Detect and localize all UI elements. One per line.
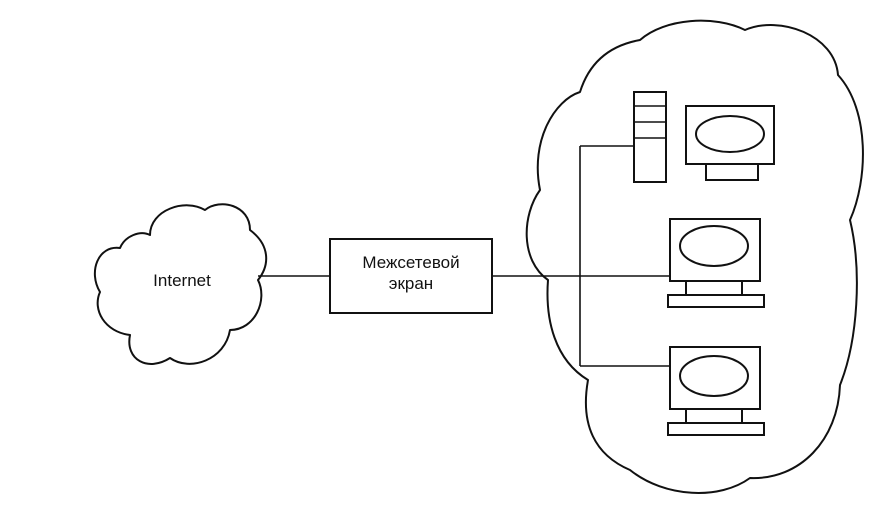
firewall-box	[329, 238, 493, 314]
local-network-cloud-icon	[525, 19, 864, 494]
computer-workstation-icon	[667, 346, 765, 436]
firewall-label-line-1: Межсетевой	[362, 253, 460, 272]
server-monitor-icon	[685, 105, 775, 181]
internet-cloud-icon	[93, 203, 268, 365]
firewall-label: Межсетевой экран	[330, 252, 492, 294]
firewall-label-line-2: экран	[388, 274, 434, 293]
server-tower-icon	[633, 91, 667, 183]
computer-workstation-icon	[667, 218, 765, 308]
internet-label: Internet	[153, 271, 211, 290]
